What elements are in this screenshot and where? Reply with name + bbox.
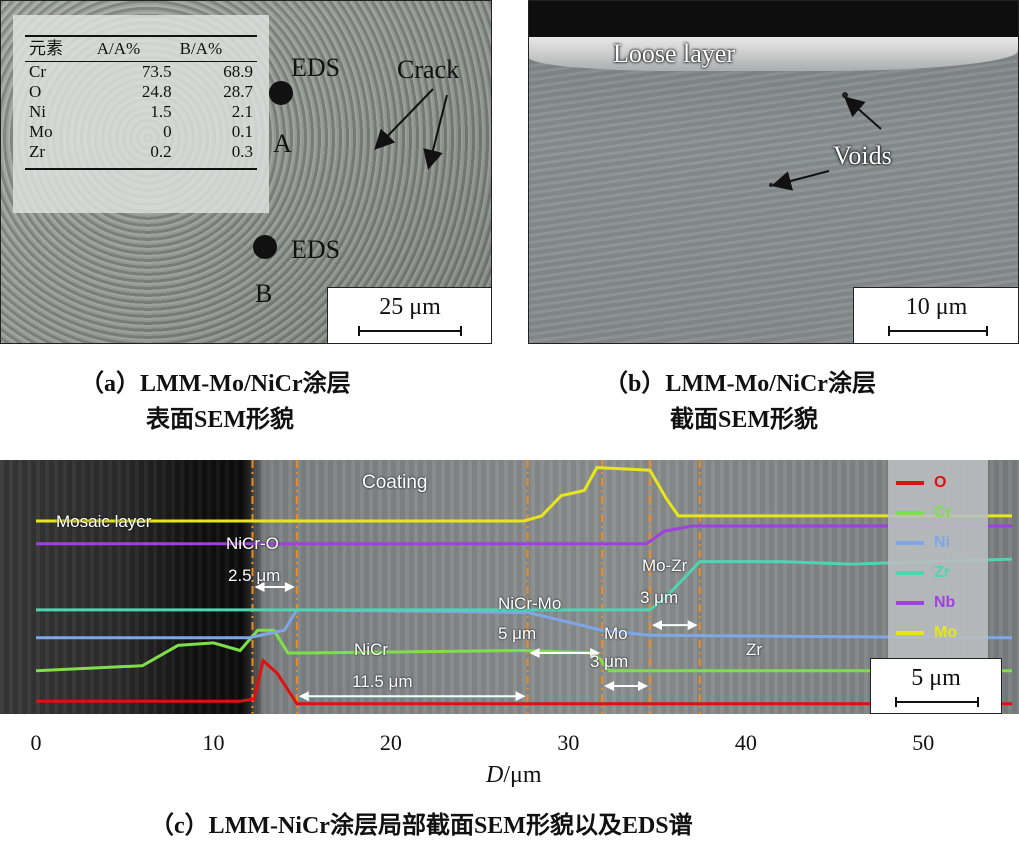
legend-item-nb: Nb <box>896 594 955 612</box>
legend-label: Ni <box>934 534 950 551</box>
arrow-head <box>651 620 662 631</box>
crack-label: Crack <box>397 55 460 84</box>
table-cell-a: 0.2 <box>92 142 176 170</box>
dist-5-label: 5 μm <box>498 624 537 643</box>
legend-item-o: O <box>896 474 946 492</box>
table-cell-b: 28.7 <box>223 82 253 101</box>
caption-a: （a）LMM-Mo/NiCr涂层 表面SEM形貌 <box>80 371 351 433</box>
mosaic-layer-label: Mosaic layer <box>56 512 152 531</box>
legend-swatch <box>896 480 924 485</box>
x-tick-label: 0 <box>30 730 42 755</box>
coating-label: Coating <box>362 472 428 493</box>
series-line-o <box>36 657 1012 706</box>
crack-arrows <box>374 88 448 170</box>
eds-point-a-marker <box>269 81 293 105</box>
point-b-label: B <box>255 279 273 308</box>
table-cell-element: O <box>29 82 42 101</box>
eds-line-chart <box>35 460 1013 714</box>
legend-item-zr: Zr <box>896 564 950 582</box>
series-line-zr <box>36 557 1013 612</box>
legend-item-cr: Cr <box>896 504 952 522</box>
legend-label: Nb <box>934 594 956 611</box>
table-header-a: A/A% <box>92 35 176 62</box>
eds-label-b: EDS <box>291 235 341 264</box>
table-row: Mo 0 0.1 <box>25 122 257 142</box>
table-cell-b: 68.9 <box>223 62 253 81</box>
arrow-head <box>529 648 540 659</box>
dist-3b-label: 3 μm <box>590 652 629 671</box>
zr-label: Zr <box>746 640 763 659</box>
arrow-head <box>254 582 265 592</box>
scale-bar-a: 25 μm <box>327 287 491 343</box>
legend-swatch <box>896 600 924 605</box>
scale-bar-b: 10 μm <box>853 287 1018 343</box>
table-row: Ni 1.5 2.1 <box>25 102 257 122</box>
eds-point-b-marker <box>253 235 277 259</box>
legend-label: Mo <box>934 624 958 641</box>
legend-label: O <box>934 474 947 491</box>
dist-11-5-label: 11.5 μm <box>352 672 413 691</box>
legend-item-mo: Mo <box>896 624 957 642</box>
table-row: O 24.8 28.7 <box>25 82 257 102</box>
nicr-o-label: NiCr-O <box>226 534 279 553</box>
panel-c-eds-profile: Coating Mosaic layer NiCr-O 2.5 μm NiCr-… <box>0 460 1019 714</box>
series-line-nb <box>36 524 1012 546</box>
legend-swatch <box>896 570 924 575</box>
arrow-head <box>637 681 648 692</box>
nicr-label: NiCr <box>354 640 388 659</box>
x-tick-label: 40 <box>734 730 757 755</box>
table-cell-a: 1.5 <box>150 102 172 121</box>
dist-3a-label: 3 μm <box>640 588 679 607</box>
table-cell-element: Mo <box>29 122 53 141</box>
table-cell-a: 24.8 <box>141 82 172 101</box>
mo-zr-label: Mo-Zr <box>642 556 688 575</box>
table-header-element: 元素 <box>25 35 93 62</box>
table-cell-element: Ni <box>29 102 46 121</box>
dist-2-5-label: 2.5 μm <box>228 566 281 585</box>
voids-label: Voids <box>833 141 892 170</box>
arrow-head <box>515 691 526 702</box>
x-tick-label: 20 <box>379 730 402 755</box>
arrow-head <box>590 648 601 659</box>
legend-swatch <box>896 630 924 635</box>
x-tick-label: 50 <box>912 730 935 755</box>
table-cell-b: 0.1 <box>231 122 253 141</box>
series-line-mo <box>36 466 1012 523</box>
legend-label: Cr <box>934 504 952 521</box>
legend-label: Zr <box>934 564 950 581</box>
arrow-head <box>604 681 615 692</box>
table-cell-element: Zr <box>25 142 93 170</box>
table-cell-element: Cr <box>29 62 46 81</box>
table-header-row: 元素 A/A% B/A% <box>25 35 257 62</box>
mo-label: Mo <box>604 624 628 643</box>
x-tick-label: 30 <box>557 730 580 755</box>
arrow-head <box>298 691 309 702</box>
arrow-head <box>284 582 295 592</box>
point-a-label: A <box>273 129 292 158</box>
legend-item-ni: Ni <box>896 534 950 552</box>
table-cell-b: 2.1 <box>231 102 253 121</box>
scale-bar-c: 5 μm <box>870 658 1002 714</box>
caption-c: （c）LMM-NiCr涂层局部截面SEM形貌以及EDS谱 <box>150 813 693 839</box>
legend-swatch <box>896 510 924 515</box>
arrow-head <box>687 620 698 631</box>
table-row: Cr 73.5 68.9 <box>25 62 257 83</box>
nicr-mo-label: NiCr-Mo <box>498 594 562 613</box>
table-header-b: B/A% <box>175 35 257 62</box>
loose-layer-label: Loose layer <box>613 39 736 68</box>
caption-b: （b）LMM-Mo/NiCr涂层 截面SEM形貌 <box>604 371 876 433</box>
eds-label-a: EDS <box>291 53 341 82</box>
legend-swatch <box>896 540 924 545</box>
x-axis-title: D/μm <box>486 762 542 788</box>
table-cell-b: 0.3 <box>175 142 257 170</box>
panel-b-cross-section-sem: Loose layer Voids 10 μm <box>528 0 1019 344</box>
voids-arrows <box>769 92 882 191</box>
x-tick-label: 10 <box>202 730 225 755</box>
table-cell-a: 0 <box>163 122 172 141</box>
table-cell-a: 73.5 <box>141 62 172 81</box>
